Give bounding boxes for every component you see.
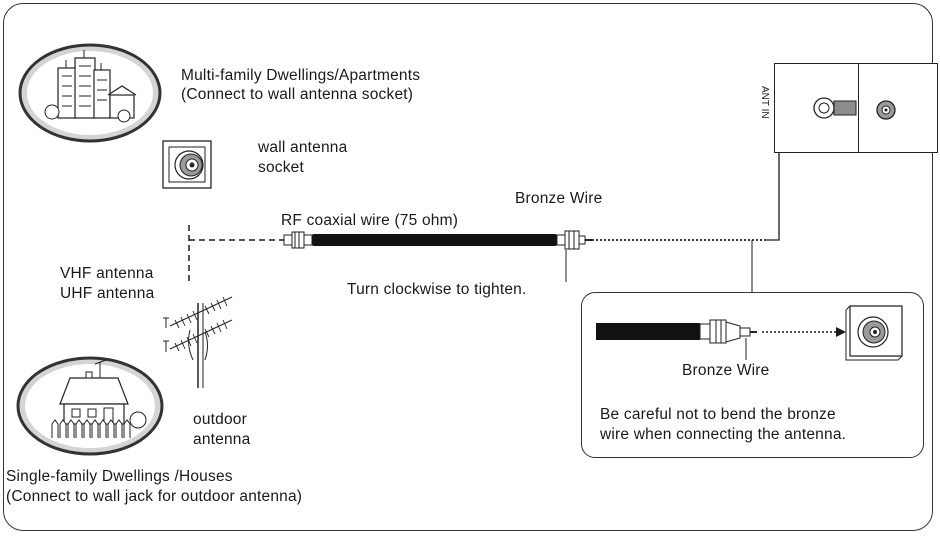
- outdoor-antenna-icon: [163, 296, 233, 388]
- tv-side-panel: [858, 63, 938, 153]
- caution-line1: Be careful not to bend the bronze: [600, 406, 836, 423]
- single-family-subtitle: (Connect to wall jack for outdoor antenn…: [6, 488, 303, 505]
- caution-line2: wire when connecting the antenna.: [600, 426, 847, 443]
- wall-socket-label-line1: wall antenna: [258, 139, 348, 156]
- wall-socket-icon: [162, 140, 212, 189]
- ant-in-port-icon: [813, 97, 857, 119]
- diagram-frame: [3, 3, 933, 531]
- antenna-dashed-line: [188, 225, 284, 283]
- detail-connector-icon: [596, 319, 846, 360]
- multi-family-title: Multi-family Dwellings/Apartments: [181, 67, 421, 84]
- rf-coaxial-cable: [283, 230, 592, 282]
- wall-socket-label-line2: socket: [258, 159, 304, 176]
- tv-connection-line: [592, 140, 780, 293]
- apartment-illustration: [18, 43, 162, 143]
- uhf-label: UHF antenna: [60, 285, 155, 302]
- single-family-title: Single-family Dwellings /Houses: [6, 468, 233, 485]
- bronze-wire-label: Bronze Wire: [515, 190, 603, 207]
- coax-port-icon: [876, 100, 896, 120]
- house-illustration: [16, 356, 164, 456]
- detail-bronze-wire-label: Bronze Wire: [682, 362, 770, 379]
- detail-socket-icon: [845, 305, 903, 361]
- multi-family-subtitle: (Connect to wall antenna socket): [181, 86, 414, 103]
- outdoor-label-line2: antenna: [193, 431, 251, 448]
- turn-clockwise-label: Turn clockwise to tighten.: [347, 281, 527, 298]
- vhf-label: VHF antenna: [60, 265, 154, 282]
- rf-coaxial-label: RF coaxial wire (75 ohm): [281, 212, 459, 229]
- outdoor-label-line1: outdoor: [193, 411, 247, 428]
